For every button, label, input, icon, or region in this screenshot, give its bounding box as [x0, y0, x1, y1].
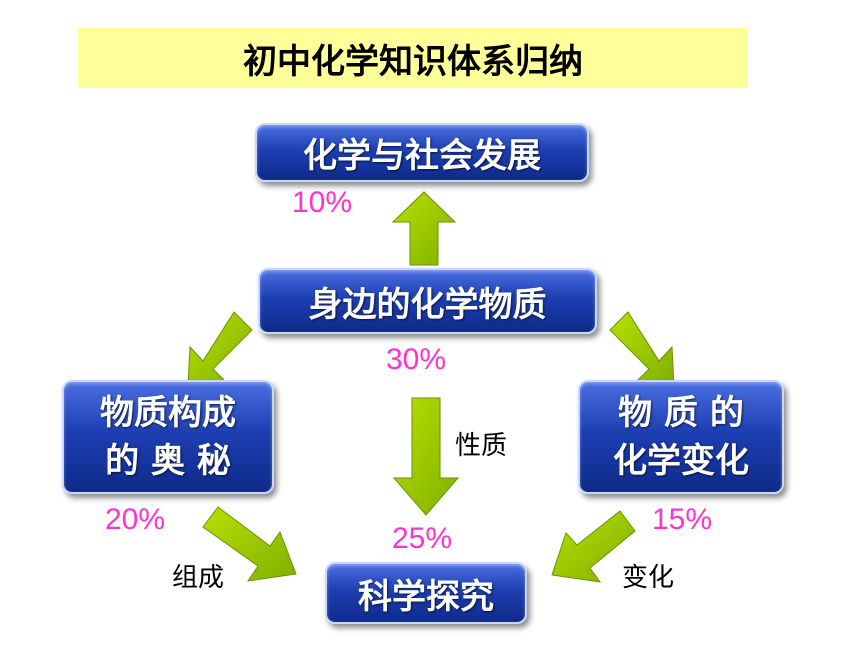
arrow-properties-to-inquiry: [392, 397, 460, 516]
arrow-to-change: [609, 311, 675, 387]
node-scientific-inquiry-label: 科学探究: [358, 576, 494, 617]
node-chemistry-and-society-label: 化学与社会发展: [303, 136, 541, 176]
edge-label-properties: 性质: [455, 431, 508, 461]
edge-label-composition: 组成: [172, 563, 225, 593]
percent-substances: 30%: [386, 343, 447, 376]
node-chemical-change-line1: 物 质 的: [618, 393, 744, 433]
node-matter-structure: 物质构成 的 奥 秘: [62, 380, 274, 494]
arrow-change-to-inquiry: [551, 510, 636, 583]
percent-structure: 20%: [105, 503, 166, 536]
percent-change: 15%: [652, 503, 713, 536]
percent-society: 10%: [292, 186, 353, 219]
node-chemical-change: 物 质 的 化学变化: [578, 380, 784, 494]
node-chemical-change-line2: 化学变化: [613, 441, 749, 481]
page-title: 初中化学知识体系归纳: [78, 28, 748, 88]
node-matter-structure-line2: 的 奥 秘: [105, 441, 231, 481]
edge-label-change: 变化: [622, 563, 675, 593]
node-everyday-substances-label: 身边的化学物质: [308, 284, 547, 325]
arrow-to-society: [391, 191, 457, 266]
arrow-to-structure: [187, 311, 253, 387]
arrow-composition-to-inquiry: [202, 506, 297, 582]
node-matter-structure-line1: 物质构成: [100, 393, 236, 433]
node-scientific-inquiry: 科学探究: [325, 562, 527, 624]
node-everyday-substances: 身边的化学物质: [258, 268, 597, 334]
node-chemistry-and-society: 化学与社会发展: [255, 123, 589, 182]
percent-inquiry: 25%: [392, 522, 453, 555]
